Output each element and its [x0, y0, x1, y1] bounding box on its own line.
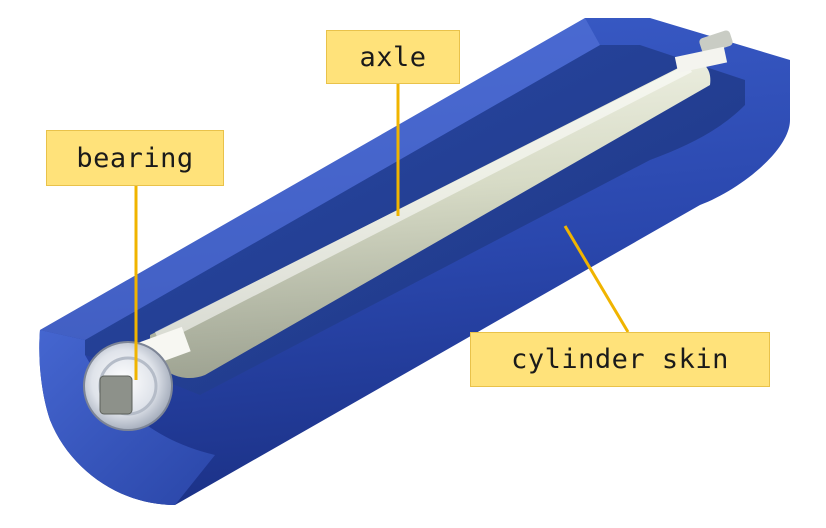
axle-callout-label: axle [326, 30, 460, 84]
axle-shaft [150, 61, 711, 379]
far-bearing [674, 46, 728, 73]
cylinder-skin-callout-label: cylinder skin [470, 332, 770, 387]
bearing-callout-label: bearing [46, 130, 224, 186]
leader-line-cylinder-skin [563, 225, 630, 333]
axle-end-tip [699, 30, 733, 54]
cylinder-skin-rim [40, 18, 600, 340]
axle-end-square [99, 375, 133, 415]
axle-highlight [155, 64, 692, 344]
